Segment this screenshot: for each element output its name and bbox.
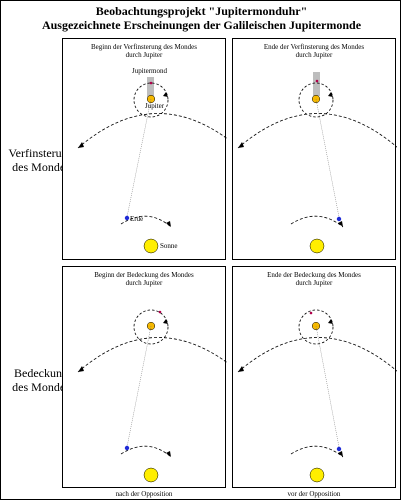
- panel-title-line2: durch Jupiter: [125, 51, 163, 59]
- row-label-eclipse-line1: Verfinsterung: [8, 146, 74, 160]
- earth-orbit: [120, 215, 172, 228]
- moon-orbit: [298, 82, 334, 118]
- earth-orbit-arrow: [166, 451, 171, 457]
- jupiter-moon: [158, 310, 162, 314]
- jupiter-orbit: [237, 337, 397, 373]
- earth-orbit-arrow: [338, 221, 343, 227]
- panel-title: Ende der Verfinsterung des Mondes durch …: [235, 43, 393, 59]
- panel-title-line1: Ende der Verfinsterung des Mondes: [263, 43, 365, 51]
- jupiter-orbit-arrow: [78, 366, 84, 372]
- jupiter-shadow: [147, 77, 154, 97]
- panel-eclipse-begin: Beginn der Verfinsterung des Mondes durc…: [62, 38, 227, 260]
- sun: [143, 238, 159, 254]
- caption-before-opposition: vor der Opposition: [287, 490, 341, 498]
- jupiter-orbit-arrow: [238, 142, 244, 148]
- jupiter-orbit-arrow: [238, 366, 244, 372]
- jupiter-moon: [149, 81, 153, 85]
- jupiter-orbit: [237, 113, 397, 149]
- jupiter-orbit-arrow: [78, 142, 84, 148]
- row-label-occultation-line2: des Mondes: [12, 380, 70, 394]
- row-label-occultation-line1: Bedeckung: [14, 366, 68, 380]
- jupiter-moon: [315, 79, 319, 83]
- earth-orbit: [290, 445, 344, 458]
- panel-title-line1: Beginn der Verfinsterung des Mondes: [90, 43, 198, 51]
- panel-title-line2: durch Jupiter: [295, 279, 333, 287]
- eclipse-end-diagram: [237, 72, 397, 254]
- moon-orbit-arrow: [163, 92, 168, 97]
- occultation-end-diagram: [237, 309, 397, 483]
- jupiter-shadow: [313, 72, 320, 96]
- earth-orbit-arrow: [166, 221, 171, 227]
- moon-orbit: [133, 82, 169, 118]
- panel-eclipse-end: Ende der Verfinsterung des Mondes durch …: [232, 38, 397, 260]
- earth: [124, 215, 130, 221]
- label-erde: Erde: [130, 215, 144, 223]
- line-of-sight: [126, 98, 152, 218]
- line-of-sight: [315, 98, 340, 218]
- earth-orbit: [120, 445, 172, 458]
- earth-orbit-arrow: [338, 451, 343, 457]
- row-label-eclipse-line2: des Mondes: [12, 160, 70, 174]
- moon-orbit-arrow: [328, 319, 333, 324]
- page-subtitle: Ausgezeichnete Erscheinungen der Galilei…: [41, 18, 362, 32]
- label-sonne: Sonne: [160, 242, 178, 250]
- earth: [336, 446, 342, 452]
- panel-title-line2: durch Jupiter: [295, 51, 333, 59]
- moon-orbit: [133, 309, 169, 345]
- earth-orbit: [290, 215, 344, 228]
- panel-title-line1: Beginn der Bedeckung des Mondes: [94, 271, 194, 279]
- page-title: Beobachtungsprojekt "Jupitermonduhr": [95, 4, 308, 18]
- jupiter-orbit: [77, 337, 227, 373]
- occultation-begin-diagram: [77, 309, 227, 483]
- jupiter-orbit: [77, 113, 227, 149]
- caption-after-opposition: nach der Opposition: [115, 490, 173, 498]
- panel-title: Beginn der Verfinsterung des Mondes durc…: [65, 43, 223, 59]
- panel-title: Ende der Bedeckung des Mondes durch Jupi…: [235, 271, 393, 287]
- row-label-occultation: Bedeckung des Mondes: [0, 366, 82, 394]
- jupiter-moon: [309, 311, 313, 315]
- sun: [309, 467, 325, 483]
- sun: [143, 467, 159, 483]
- earth: [124, 445, 130, 451]
- moon-orbit: [298, 309, 334, 345]
- panel-title: Beginn der Bedeckung des Mondes durch Ju…: [65, 271, 223, 287]
- panel-title-line1: Ende der Bedeckung des Mondes: [267, 271, 361, 279]
- moon-orbit-arrow: [163, 319, 168, 324]
- panel-occultation-end: Ende der Bedeckung des Mondes durch Jupi…: [232, 266, 397, 488]
- earth: [336, 216, 342, 222]
- sun: [309, 238, 325, 254]
- eclipse-begin-diagram: [77, 77, 227, 254]
- panel-occultation-begin: Beginn der Bedeckung des Mondes durch Ju…: [62, 266, 227, 488]
- moon-orbit-arrow: [328, 92, 333, 97]
- label-jupitermond: Jupitermond: [132, 67, 167, 75]
- line-of-sight: [315, 325, 340, 448]
- line-of-sight: [126, 325, 152, 448]
- label-jupiter: Jupiter: [145, 102, 165, 110]
- panel-title-line2: durch Jupiter: [125, 279, 163, 287]
- row-label-eclipse: Verfinsterung des Mondes: [0, 146, 82, 174]
